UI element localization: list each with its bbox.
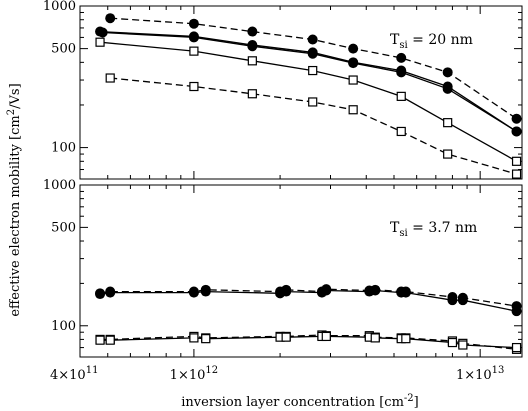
y-tick-label-top: 1000	[43, 0, 76, 14]
plot-frame-top	[79, 5, 523, 180]
data-point-bottom-3	[105, 335, 115, 345]
data-point-bottom-1	[105, 287, 116, 298]
data-point-top-0	[188, 18, 199, 29]
panel-annotation-bottom: Tsi = 3.7 nm	[390, 220, 477, 239]
data-point-top-4	[443, 149, 453, 159]
data-point-top-2	[511, 126, 522, 137]
data-point-top-0	[442, 67, 453, 78]
series-line-top-2	[102, 31, 517, 133]
data-point-top-4	[511, 169, 522, 179]
data-point-bottom-1	[447, 295, 458, 306]
y-tick-label-top: 500	[51, 42, 76, 57]
data-point-top-2	[442, 83, 453, 94]
data-point-top-2	[307, 48, 318, 59]
data-point-bottom-1	[321, 285, 332, 296]
series-line-top-1	[99, 30, 517, 133]
data-point-top-2	[396, 67, 407, 78]
data-point-bottom-3	[201, 334, 211, 344]
data-point-top-2	[247, 41, 258, 52]
x-axis: 4×1011 1×1012 1×1013	[50, 365, 504, 383]
data-point-top-3	[348, 75, 358, 85]
data-point-bottom-1	[400, 287, 411, 298]
data-point-bottom-1	[281, 286, 292, 297]
data-point-bottom-3	[447, 337, 458, 348]
x-tick-label: 4×1011	[50, 365, 98, 383]
data-point-bottom-1	[511, 306, 522, 317]
data-point-top-2	[348, 58, 359, 69]
data-point-top-0	[348, 43, 359, 54]
data-point-top-4	[308, 97, 318, 107]
y-tick-label-top: 100	[51, 141, 76, 156]
data-point-bottom-3	[95, 335, 105, 345]
data-point-top-3	[95, 37, 105, 47]
x-tick-label: 1×1012	[170, 365, 218, 383]
x-tick-label: 1×1013	[456, 365, 504, 383]
data-point-bottom-3	[370, 333, 380, 343]
data-point-bottom-3	[401, 334, 411, 344]
data-point-top-0	[396, 52, 407, 63]
plot-frame-bottom	[79, 184, 523, 358]
data-point-bottom-1	[95, 289, 106, 300]
data-point-bottom-3	[511, 342, 522, 353]
data-point-bottom-3	[321, 331, 331, 342]
data-point-top-2	[97, 27, 108, 38]
data-point-bottom-1	[370, 285, 381, 296]
data-point-top-0	[247, 26, 258, 37]
data-point-top-4	[247, 89, 257, 99]
data-point-top-4	[189, 81, 199, 92]
y-tick-label-bottom: 500	[51, 220, 76, 235]
data-point-top-3	[396, 91, 406, 101]
data-point-top-3	[443, 118, 453, 128]
data-point-bottom-1	[188, 287, 199, 298]
data-point-top-0	[307, 34, 318, 45]
data-point-top-3	[247, 56, 257, 66]
series-line-top-0	[110, 17, 517, 120]
data-point-bottom-3	[458, 340, 468, 350]
y-tick-label-bottom: 100	[51, 319, 76, 334]
data-point-bottom-3	[189, 333, 199, 343]
data-point-top-0	[105, 13, 116, 24]
data-point-bottom-3	[281, 332, 291, 342]
data-point-top-3	[308, 65, 318, 76]
panel-annotation-top: Tsi = 20 nm	[390, 32, 473, 51]
data-point-top-3	[189, 46, 199, 56]
y-tick-label-bottom: 1000	[43, 178, 76, 193]
data-point-top-4	[105, 73, 115, 83]
data-point-top-0	[511, 113, 522, 124]
data-point-bottom-1	[200, 286, 211, 297]
data-point-top-4	[348, 105, 358, 115]
data-point-top-2	[188, 32, 199, 43]
y-axis-title: effective electron mobility [cm2/Vs]	[6, 83, 23, 316]
series-line-top-3	[99, 41, 517, 162]
data-point-bottom-1	[457, 295, 468, 306]
data-point-top-3	[511, 156, 522, 166]
series-line-top-4	[110, 77, 517, 175]
x-axis-title: inversion layer concentration [cm-2]	[181, 393, 418, 410]
data-point-top-4	[396, 126, 406, 137]
